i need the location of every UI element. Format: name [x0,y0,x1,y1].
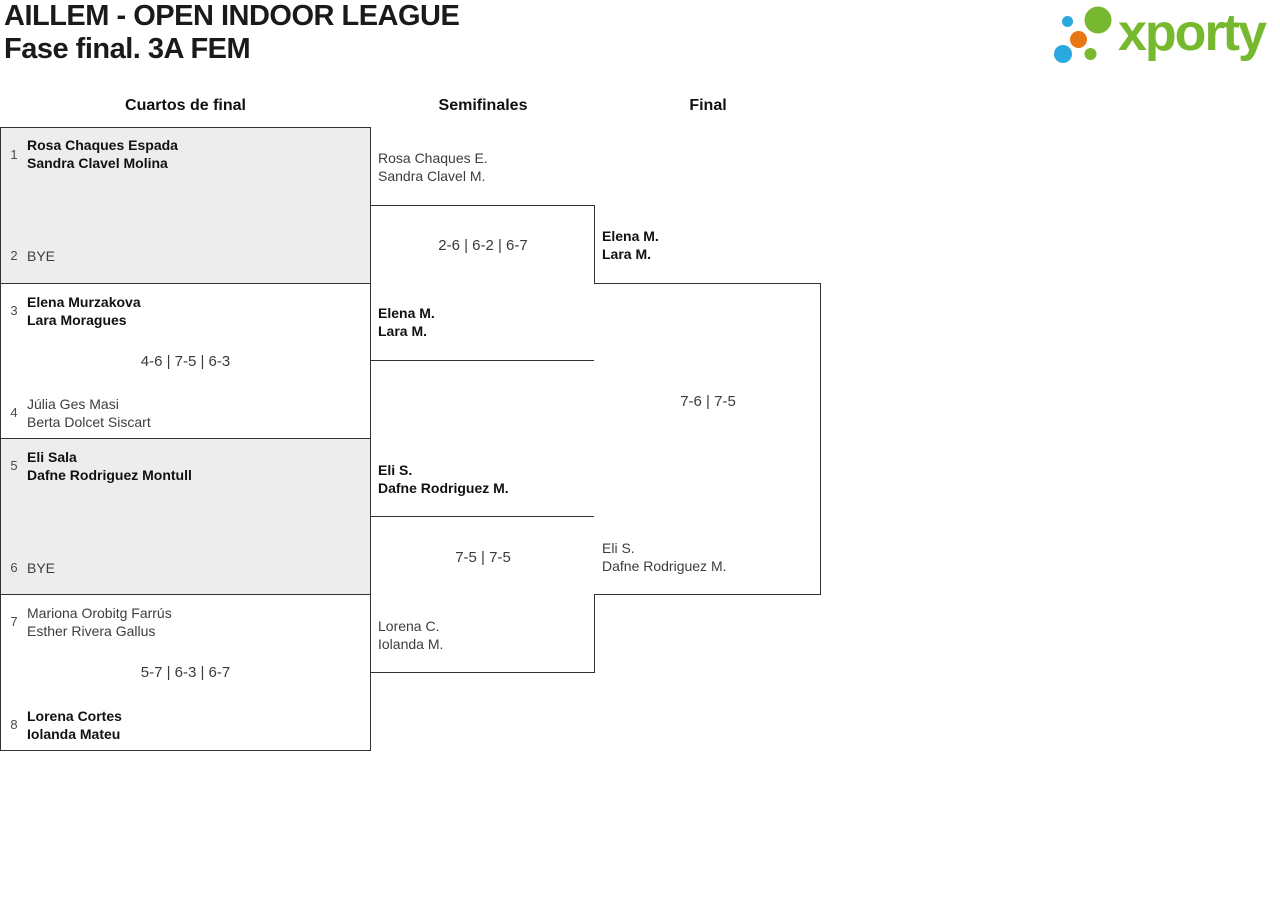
player-name: Dafne Rodriguez M. [602,558,727,574]
match-score: 7-5 | 7-5 [455,549,511,566]
round-header-semifinals: Semifinales [438,97,528,114]
round-header-quarterfinals: Cuartos de final [125,97,246,114]
match-box-sf1 [370,205,595,361]
player-name: Sandra Clavel M. [378,168,486,184]
seed-number: 6 [10,560,18,575]
player-name: Iolanda Mateu [27,726,121,742]
seed-number: 1 [10,147,18,162]
match-box-qf1 [0,127,371,284]
team-name: Elena M. Lara M. [378,304,435,340]
player-name: Lorena Cortes [27,708,122,724]
player-name: Lara M. [602,246,652,262]
team-name: Rosa Chaques Espada Sandra Clavel Molina [27,136,178,172]
team-name-bye: BYE [27,559,55,577]
xporty-logo: xporty [1048,2,1267,69]
team-name: Eli S. Dafne Rodriguez M. [602,539,727,575]
player-name: Dafne Rodriguez M. [378,480,509,496]
player-name: Lara M. [378,323,428,339]
player-name: Júlia Ges Masi [27,396,119,412]
player-name: Eli Sala [27,449,77,465]
player-name: Elena M. [378,305,435,321]
seed-number: 7 [10,614,18,629]
team-name: Eli S. Dafne Rodriguez M. [378,461,509,497]
seed-number: 8 [10,717,18,732]
team-name: Júlia Ges Masi Berta Dolcet Siscart [27,395,151,431]
player-name: Dafne Rodriguez Montull [27,467,192,483]
player-name: Lara Moragues [27,312,127,328]
team-name: Lorena C. Iolanda M. [378,617,443,653]
match-box-sf2 [370,516,595,673]
match-score: 4-6 | 7-5 | 6-3 [140,353,231,370]
player-name: BYE [27,560,56,576]
seed-number: 2 [10,248,18,263]
player-name: BYE [27,248,56,264]
match-score: 7-6 | 7-5 [680,393,736,410]
team-name-bye: BYE [27,247,55,265]
player-name: Rosa Chaques Espada [27,137,178,153]
player-name: Berta Dolcet Siscart [27,414,151,430]
team-name: Elena M. Lara M. [602,227,659,263]
page-header: AILLEM - OPEN INDOOR LEAGUE Fase final. … [4,0,460,66]
player-name: Eli S. [602,540,635,556]
team-name: Mariona Orobitg Farrús Esther Rivera Gal… [27,604,172,640]
logo-dots-icon [1048,2,1114,69]
player-name: Eli S. [378,462,413,478]
team-name: Lorena Cortes Iolanda Mateu [27,707,122,743]
player-name: Esther Rivera Gallus [27,623,156,639]
tournament-subtitle: Fase final. 3A FEM [4,33,251,65]
player-name: Iolanda M. [378,636,444,652]
match-box-final [594,283,821,595]
logo-text: xporty [1118,4,1267,62]
match-score: 5-7 | 6-3 | 6-7 [140,664,231,681]
match-box-qf2 [0,283,371,439]
team-name: Elena Murzakova Lara Moragues [27,293,141,329]
team-name: Eli Sala Dafne Rodriguez Montull [27,448,192,484]
player-name: Elena M. [602,228,659,244]
seed-number: 3 [10,303,18,318]
match-box-qf4 [0,594,371,751]
player-name: Mariona Orobitg Farrús [27,605,172,621]
tournament-title: AILLEM - OPEN INDOOR LEAGUE [4,0,460,32]
seed-number: 4 [10,405,18,420]
player-name: Lorena C. [378,618,440,634]
player-name: Elena Murzakova [27,294,141,310]
player-name: Sandra Clavel Molina [27,155,168,171]
round-header-final: Final [689,97,727,114]
player-name: Rosa Chaques E. [378,150,488,166]
team-name: Rosa Chaques E. Sandra Clavel M. [378,149,488,185]
match-score: 2-6 | 6-2 | 6-7 [438,237,528,254]
seed-number: 5 [10,458,18,473]
